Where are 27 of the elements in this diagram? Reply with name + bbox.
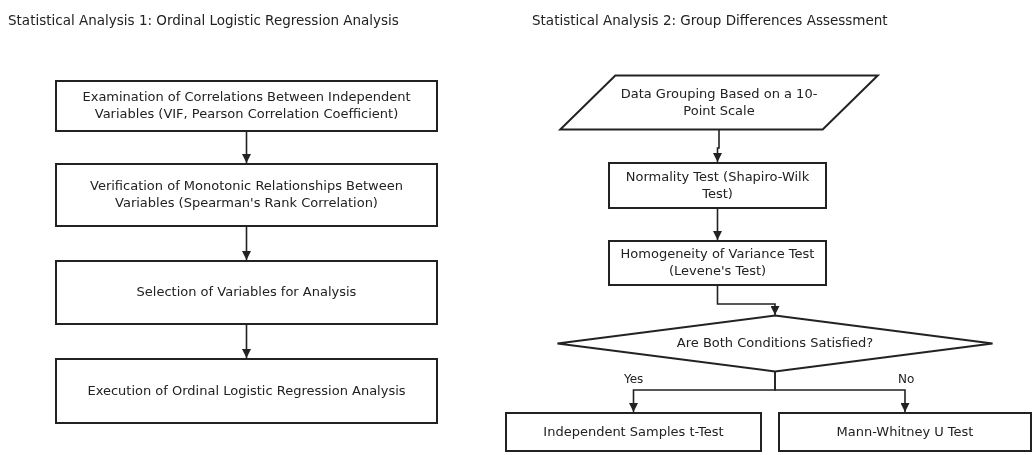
arrow [242, 226, 251, 261]
node-text: Selection of Variables for Analysis [136, 284, 357, 301]
process-box [608, 240, 827, 286]
node-text: Examination of Correlations Between Independent Variables (VIF, Pearson Correlation Coefficient) [81, 89, 412, 123]
process-box [55, 358, 438, 424]
node-text: Normality Test (Shapiro-Wilk Test) [624, 168, 811, 203]
section-heading: Statistical Analysis 1: Ordinal Logistic Regression Analysis [8, 12, 399, 28]
arrow [242, 131, 251, 164]
arrow [713, 129, 722, 163]
node-text: Data Grouping Based on a 10-Point Scale [619, 85, 819, 120]
process-box [608, 162, 827, 209]
arrow [774, 371, 910, 413]
process-box [55, 260, 438, 325]
node-text: Homogeneity of Variance Test (Levene's Test) [619, 246, 816, 280]
node-text: Mann-Whitney U Test [836, 423, 974, 441]
node-text: Execution of Ordinal Logistic Regression Analysis [87, 382, 406, 400]
arrow [713, 208, 722, 241]
section-heading: Statistical Analysis 2: Group Differences Assessment [532, 12, 888, 28]
node-text: Independent Samples t-Test [543, 423, 724, 441]
process-box [778, 412, 1032, 452]
arrow [716, 285, 780, 316]
process-box [55, 80, 438, 132]
node-text: Are Both Conditions Satisfied? [676, 335, 874, 352]
process-box [55, 163, 438, 227]
node-text: Verification of Monotonic Relationships Between Variables (Spearman's Rank Correlation) [89, 178, 404, 212]
process-box [505, 412, 762, 452]
arrow [242, 324, 251, 359]
